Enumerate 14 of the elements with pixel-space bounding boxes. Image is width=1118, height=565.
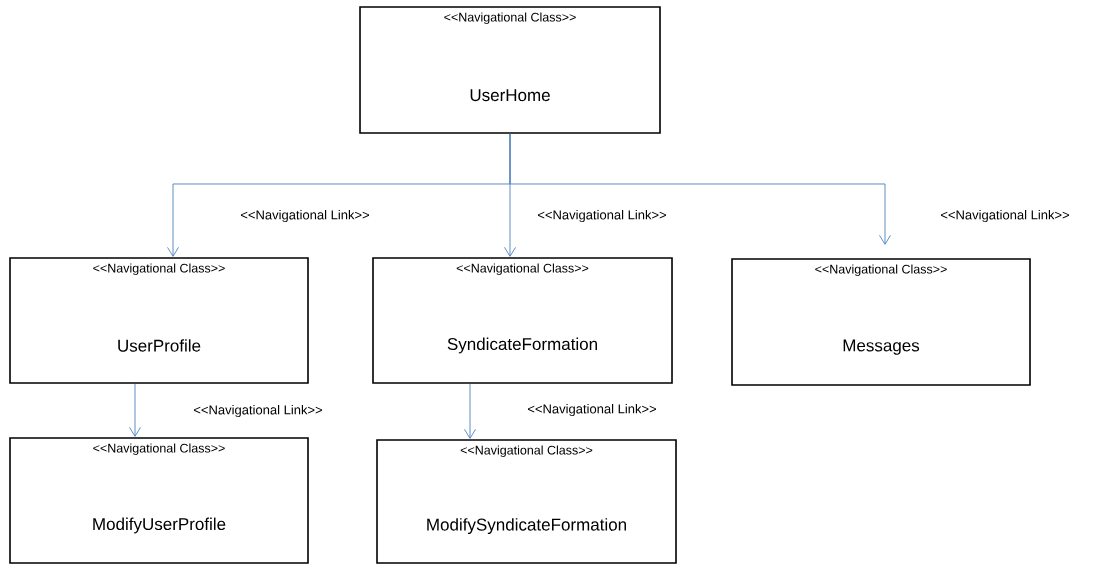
- arrow: [129, 383, 141, 437]
- arrow: [509, 133, 891, 245]
- class-box: <<Navigational Class>> UserHome: [359, 6, 661, 134]
- class-box: <<Navigational Class>> SyndicateFormation: [372, 257, 673, 384]
- edge-label: <<Navigational Link>>: [536, 208, 668, 224]
- class-box: <<Navigational Class>> ModifyUserProfile: [9, 437, 309, 564]
- class-box: <<Navigational Class>> Messages: [731, 258, 1031, 386]
- edge-label: <<Navigational Link>>: [939, 208, 1071, 224]
- edge-label: <<Navigational Link>>: [192, 403, 324, 419]
- class-box: <<Navigational Class>> UserProfile: [9, 257, 309, 384]
- arrow: [464, 383, 476, 439]
- class-box: <<Navigational Class>> ModifySyndicateFormation: [376, 439, 677, 564]
- edge-label: <<Navigational Link>>: [239, 208, 371, 224]
- edge-label: <<Navigational Link>>: [526, 402, 658, 418]
